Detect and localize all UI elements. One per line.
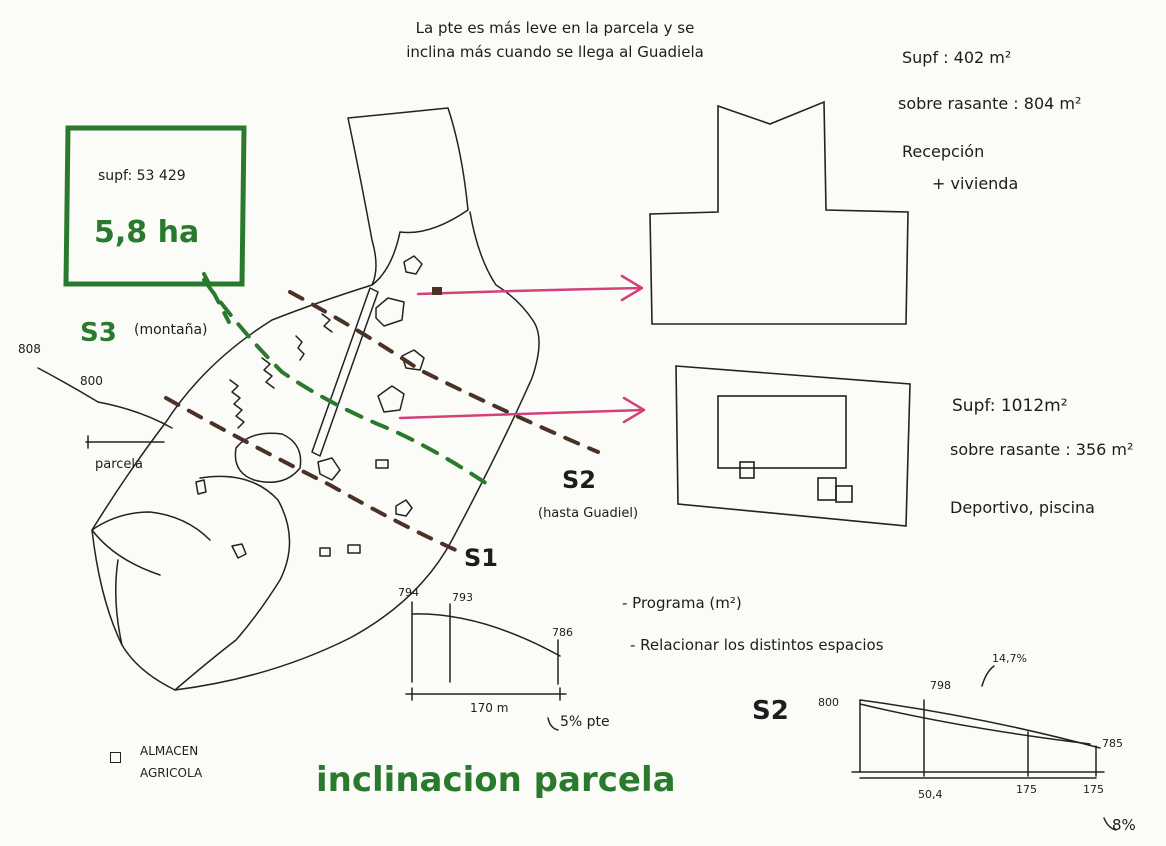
site-road-left [91,511,211,541]
site-outline [91,107,540,691]
plan-warehouse [347,544,361,554]
site-area-box [63,125,247,287]
s1-profile-length: 170 m [470,701,509,715]
s1-profile-posts [411,601,559,685]
s3-label: S3 [80,318,117,348]
building-2-annex [739,461,755,479]
site-outline-pond [234,432,302,483]
s2-profile-slope-mid: 14,7% [992,652,1027,665]
top-note: La pte es más leve en la parcela y se in… [406,19,704,61]
site-hectares: 5,8 ha [94,215,200,250]
s3-sublabel: (montaña) [134,322,208,338]
plan-terraces [321,313,333,333]
s1-profile-h2: 793 [452,591,473,604]
s2-label: S2 [562,466,596,494]
building-2-annex [817,477,837,501]
s2-profile-x3: 175 [1083,783,1104,796]
building-2-pool [717,395,847,469]
s3-profile-high: 808 [18,342,41,356]
s3-profile-base [85,435,165,449]
site-area-text: supf: 53 429 [98,168,186,184]
s2-profile-pct-hook [1103,817,1117,831]
legend-line-2: AGRICOLA [140,766,203,780]
building-1-above-ground: sobre rasante : 804 m² [898,94,1082,113]
s1-profile-h1: 794 [398,586,419,599]
s1-profile-slope-hook [547,717,559,731]
s2-profile-h-end: 785 [1102,737,1123,750]
site-outline-inner-road [174,475,291,691]
s1-profile-terrain [411,613,561,657]
bottom-title: inclinacion parcela [316,760,676,800]
plan-building [231,543,247,559]
arrow-origin-mark [432,287,442,295]
s3-profile-line [37,367,173,429]
plan-building [377,385,405,413]
s1-profile-dim [405,687,567,701]
plan-building [395,499,413,517]
s2-profile-posts [859,699,1097,777]
s2-profile-base [851,771,1105,779]
plan-terraces [229,379,245,429]
plan-building [195,479,207,495]
section-line-s1 [164,396,462,554]
plan-warehouse [319,547,331,557]
section-line-s2 [288,290,600,454]
program-note-2: - Relacionar los distintos espacios [630,636,884,654]
site-road-lower [115,559,123,646]
program-note-1: - Programa (m²) [622,594,742,612]
building-2-plan [675,365,911,527]
site-ridge [311,287,379,457]
plan-terraces [295,335,305,361]
s2-profile-title: S2 [752,696,789,726]
s2-profile-h-mid: 798 [930,679,951,692]
building-2-program: Deportivo, piscina [950,498,1095,517]
section-line-s3 [202,278,492,488]
s2-profile-terrain-2 [859,703,1091,745]
plan-warehouse [375,459,389,469]
plan-building [401,349,425,371]
building-1-program-2: + vivienda [932,174,1019,193]
s3-profile-low: 800 [80,374,103,388]
plan-building [317,457,341,481]
s2-profile-slope: 8% [1112,816,1136,834]
plan-terraces [261,357,275,389]
plan-building [403,255,423,275]
s2-profile-slope-hook [981,665,995,687]
s1-label: S1 [464,544,498,572]
s3-profile-caption: parcela [95,457,144,472]
s1-profile-h3: 786 [552,626,573,639]
building-2-annex [835,485,853,503]
building-2-above-ground: sobre rasante : 356 m² [950,440,1134,459]
s2-profile-terrain [859,699,1101,749]
building-1-area: Supf : 402 m² [902,48,1012,67]
building-1-plan [649,100,909,325]
plan-building [375,297,405,327]
s2-sublabel: (hasta Guadiel) [538,506,639,521]
s1-profile-slope: 5% pte [560,714,610,730]
s2-profile-h-start: 800 [818,696,839,709]
legend-line-1: ALMACEN [140,744,199,758]
warehouse-hatch-icon [110,752,121,763]
building-2-area: Supf: 1012m² [952,396,1068,416]
arrow-to-building-1 [416,274,644,302]
s2-profile-x1: 50,4 [918,788,943,801]
building-1-program-1: Recepción [902,142,985,161]
s2-profile-x2: 175 [1016,783,1037,796]
arrow-to-building-2 [398,396,646,424]
